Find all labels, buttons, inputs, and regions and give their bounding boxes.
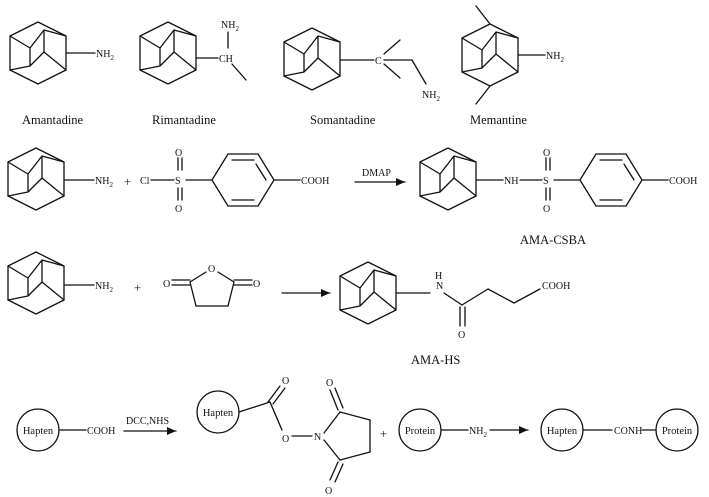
svg-text:NH2: NH2 (546, 51, 564, 64)
svg-text:O: O (282, 376, 289, 387)
svg-text:C: C (375, 56, 382, 67)
svg-text:NH2: NH2 (96, 49, 114, 62)
svg-text:NH: NH (504, 176, 518, 187)
caption-amantadine: Amantadine (22, 113, 84, 127)
svg-text:O: O (282, 434, 289, 445)
ama-csba-structure: NH S O O COOH (419, 147, 697, 215)
svg-text:Protein: Protein (405, 426, 436, 437)
svg-text:DCC,NHS: DCC,NHS (126, 416, 169, 427)
hapten-cooh: Hapten COOH (16, 408, 115, 452)
svg-text:NH2: NH2 (422, 90, 440, 103)
svg-text:O: O (543, 148, 550, 159)
caption-somantadine: Somantadine (310, 113, 376, 127)
svg-text:O: O (325, 486, 332, 497)
chlorosulfonyl-benzoic-acid: Cl S O O COOH (140, 148, 329, 215)
ama-hs-structure: N H O COOH (339, 261, 570, 341)
svg-text:S: S (175, 176, 181, 187)
svg-text:N: N (314, 432, 321, 443)
plus-sign-1: + (124, 175, 131, 189)
memantine-structure: NH2 (461, 5, 564, 105)
reaction-arrow-dcc-nhs: DCC,NHS (123, 416, 177, 435)
amantadine-structure: NH2 (9, 21, 114, 85)
hapten-protein-conjugate: Hapten CONH Protein (540, 408, 699, 452)
svg-text:COOH: COOH (301, 176, 329, 187)
svg-text:CH: CH (219, 54, 233, 65)
svg-text:Hapten: Hapten (23, 426, 54, 437)
reaction-arrow-2 (281, 289, 331, 297)
amantadine-reactant-1: NH2 (7, 147, 113, 211)
svg-text:H: H (435, 271, 442, 282)
svg-text:O: O (253, 279, 260, 290)
rimantadine-structure: CH NH2 (139, 20, 247, 85)
succinic-anhydride: O O O (163, 264, 260, 307)
svg-text:O: O (175, 204, 182, 215)
protein-nh2: Protein NH2 (398, 408, 529, 452)
caption-ama-csba: AMA-CSBA (520, 233, 586, 247)
svg-text:N: N (436, 281, 443, 292)
somantadine-structure: C NH2 (283, 27, 440, 103)
svg-text:NH2: NH2 (469, 426, 487, 439)
svg-text:DMAP: DMAP (362, 168, 391, 179)
svg-text:Cl: Cl (140, 176, 150, 187)
caption-memantine: Memantine (470, 113, 527, 127)
svg-text:O: O (543, 204, 550, 215)
caption-rimantadine: Rimantadine (152, 113, 216, 127)
hapten-nhs-ester: Hapten O O N O O (196, 376, 371, 497)
svg-text:O: O (458, 330, 465, 341)
svg-text:COOH: COOH (669, 176, 697, 187)
svg-text:NH2: NH2 (221, 20, 239, 33)
reaction-arrow-dmap: DMAP (354, 168, 406, 186)
svg-text:Protein: Protein (662, 426, 693, 437)
plus-sign-2: + (134, 281, 141, 295)
svg-text:Hapten: Hapten (547, 426, 578, 437)
svg-text:NH2: NH2 (95, 176, 113, 189)
svg-text:NH2: NH2 (95, 281, 113, 294)
svg-text:COOH: COOH (542, 281, 570, 292)
plus-sign-3: + (380, 427, 387, 441)
caption-ama-hs: AMA-HS (411, 353, 460, 367)
svg-text:O: O (208, 264, 215, 275)
amantadine-reactant-2: NH2 (7, 251, 113, 315)
svg-text:O: O (326, 378, 333, 389)
svg-text:S: S (543, 176, 549, 187)
svg-text:O: O (163, 279, 170, 290)
svg-text:COOH: COOH (87, 426, 115, 437)
svg-text:Hapten: Hapten (203, 408, 234, 419)
svg-text:O: O (175, 148, 182, 159)
svg-text:CONH: CONH (614, 426, 642, 437)
